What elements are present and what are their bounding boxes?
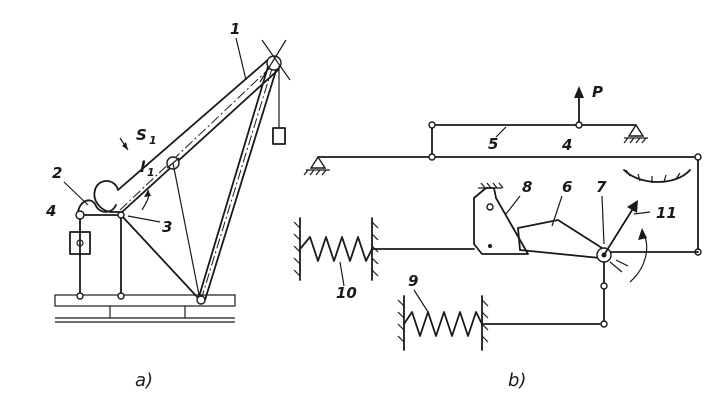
stay-mid	[172, 162, 201, 301]
crane-base	[54, 294, 236, 323]
label-s1-sub: 1	[149, 134, 157, 147]
label-l1: l	[140, 158, 146, 176]
label-s1: S	[136, 126, 147, 144]
label-a-1: 1	[230, 20, 240, 38]
stay-front	[120, 214, 201, 301]
spring-10	[293, 217, 475, 281]
rotation-arrow-b	[629, 233, 648, 283]
lever-6	[517, 219, 603, 259]
boom-1	[93, 57, 279, 213]
label-b-8: 8	[522, 178, 532, 196]
caption-a: a)	[135, 370, 153, 391]
joint-4	[75, 210, 85, 220]
joint-3	[117, 211, 125, 219]
mast	[197, 59, 279, 301]
label-a-3: 3	[162, 218, 172, 236]
label-b-11: 11	[656, 204, 677, 222]
panel-a-crane: 1 2 3 4 S 1 l 1 a)	[45, 20, 291, 391]
label-a-4: 4	[45, 202, 56, 220]
right-support	[623, 123, 648, 144]
spring-9	[397, 295, 605, 351]
label-p: P	[592, 83, 603, 101]
panel-b-linkage: P 4 5 8 6 7	[293, 83, 702, 391]
arm-11	[603, 206, 635, 256]
left-support	[303, 155, 330, 176]
label-b-6: 6	[562, 178, 572, 196]
label-a-2: 2	[52, 164, 62, 182]
label-b-4: 4	[561, 136, 572, 154]
mast-foot-pin	[196, 295, 206, 305]
label-b-5: 5	[488, 135, 498, 153]
label-b-9: 9	[408, 272, 418, 290]
pawl-8	[473, 182, 529, 255]
cam-arc	[623, 169, 691, 183]
point-4	[575, 121, 583, 129]
lever-2	[77, 199, 117, 213]
caption-b: b)	[508, 370, 526, 391]
label-l1-sub: 1	[147, 166, 155, 179]
top-pulley	[266, 55, 282, 71]
hoist-load	[272, 127, 286, 145]
label-b-10: 10	[336, 284, 357, 302]
label-b-7: 7	[596, 178, 607, 196]
